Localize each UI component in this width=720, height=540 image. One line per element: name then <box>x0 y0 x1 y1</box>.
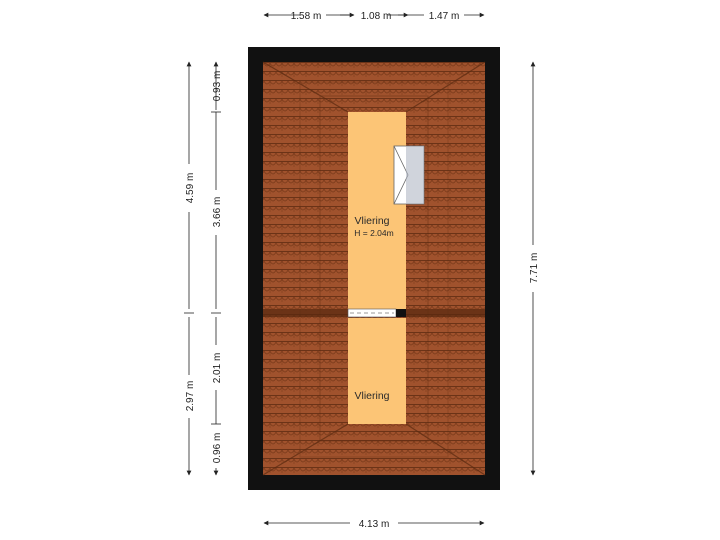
dim-left-inner-3: 2.01 m <box>212 353 223 384</box>
wall-stub <box>396 309 406 317</box>
dim-left-outer-2: 2.97 m <box>185 381 196 412</box>
dim-left-inner-4: 0.96 m <box>212 433 223 464</box>
room-label-upper: Vliering <box>354 215 389 227</box>
room-vliering-upper <box>348 112 406 309</box>
room-height-label: H = 2.04m <box>354 228 393 238</box>
dim-left-inner-1: 0.93 m <box>212 71 223 102</box>
dimension-left-inner <box>211 61 221 476</box>
dim-top-1: 1.58 m <box>291 11 322 22</box>
dim-left-outer-1: 4.59 m <box>185 173 196 204</box>
dim-bottom: 4.13 m <box>359 519 390 530</box>
dim-left-inner-2: 3.66 m <box>212 197 223 228</box>
dim-right: 7.71 m <box>529 253 540 284</box>
room-label-lower: Vliering <box>354 390 389 402</box>
stair-icon <box>393 145 425 205</box>
dim-top-2: 1.08 m <box>361 11 392 22</box>
roof-hip-lines <box>262 61 486 476</box>
dimension-left-outer <box>184 61 194 476</box>
dim-top-3: 1.47 m <box>429 11 460 22</box>
room-vliering-lower <box>348 318 406 424</box>
